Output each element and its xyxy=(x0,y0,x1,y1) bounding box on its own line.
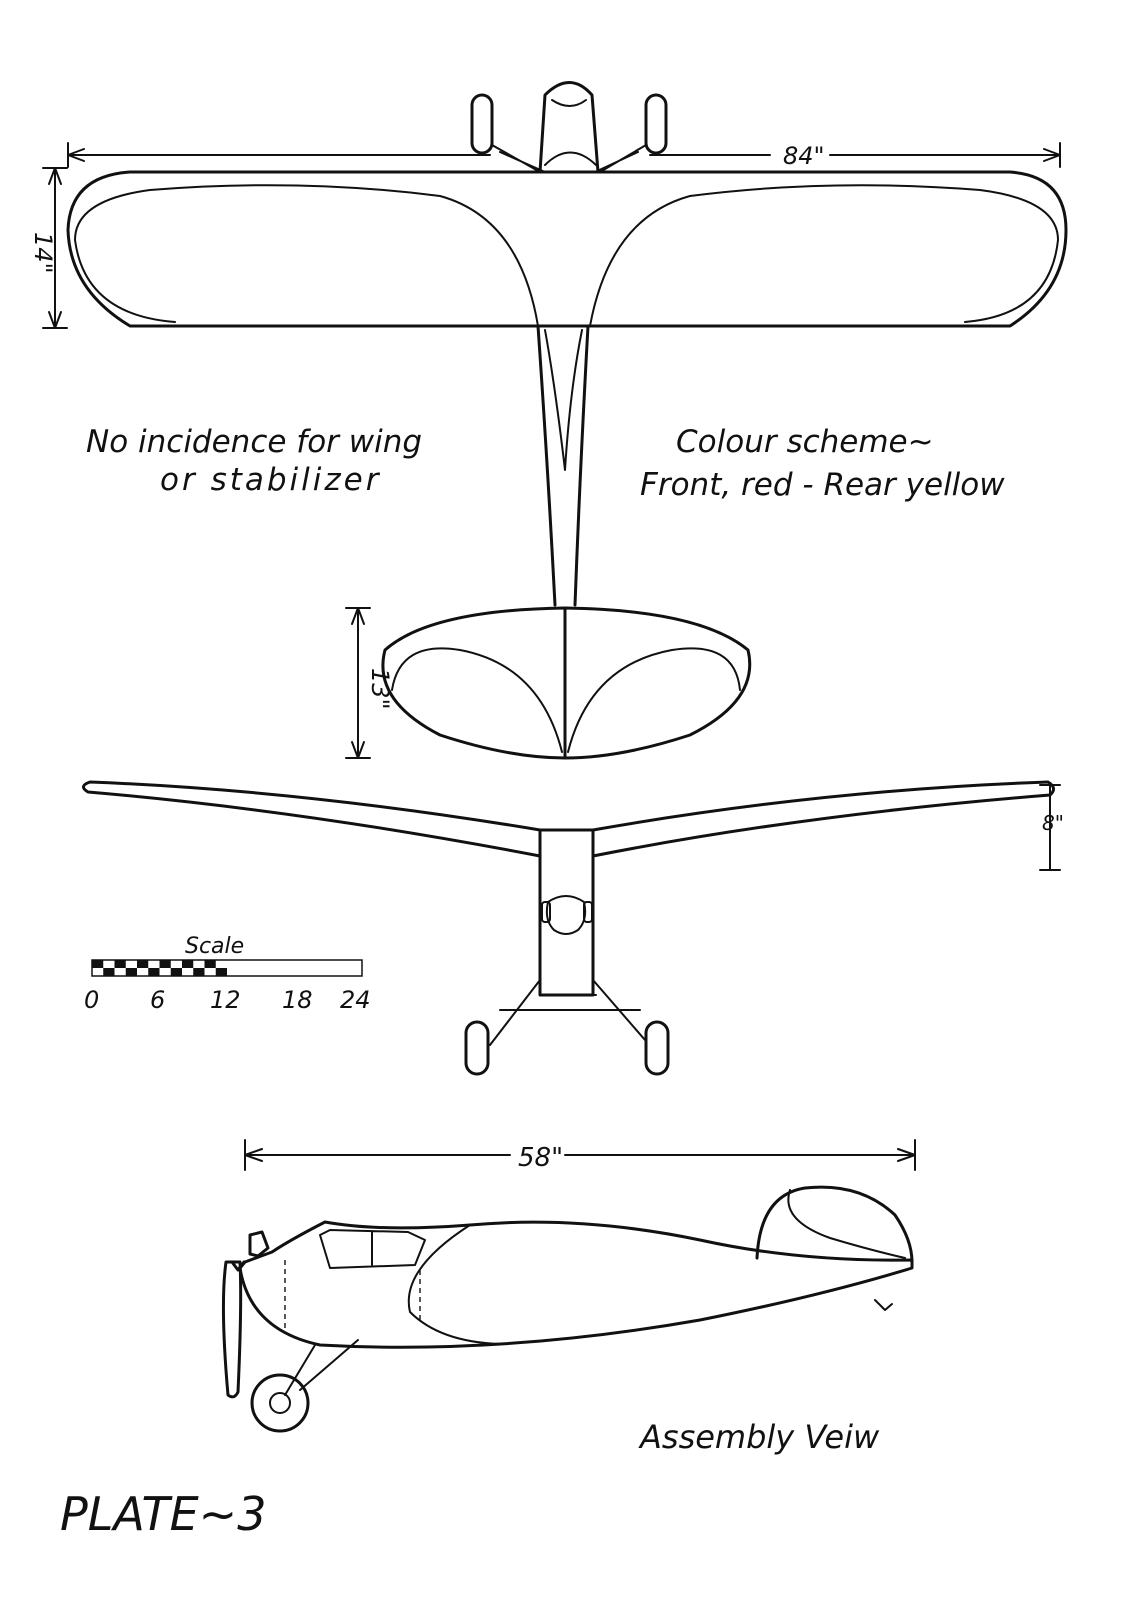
scale-check xyxy=(137,960,149,968)
front-view: 8" xyxy=(82,780,1064,1076)
fuselage-color-boundary xyxy=(544,329,583,471)
engine xyxy=(248,1230,270,1258)
length-dimension-line xyxy=(244,1139,916,1171)
stabilizer-color-boundary xyxy=(391,647,741,753)
scale-title: Scale xyxy=(185,934,244,959)
incidence-note-line2: or stabilizer xyxy=(160,462,381,498)
front-gear xyxy=(489,979,646,1046)
stab-dimension-line xyxy=(345,607,371,759)
wing-top-outline xyxy=(66,170,1068,328)
plate-title: PLATE~3 xyxy=(60,1487,266,1541)
scale-check xyxy=(114,960,126,968)
length-label: 58" xyxy=(518,1143,563,1173)
scale-check xyxy=(125,968,137,976)
dihedral-label: 8" xyxy=(1042,811,1064,835)
propeller xyxy=(221,1260,243,1399)
scale-bar: Scale 0 6 12 18 24 xyxy=(84,934,371,1014)
incidence-note-line1: No incidence for wing xyxy=(86,424,422,460)
chord-dimension-line xyxy=(42,167,68,329)
wingspan-label: 84" xyxy=(783,142,825,170)
top-view: 84" 14" 13" xyxy=(29,81,1068,760)
scale-check xyxy=(170,968,182,976)
scale-tick-0: 0 xyxy=(84,986,99,1014)
assembly-view-label: Assembly Veiw xyxy=(638,1418,880,1456)
stab-chord-label: 13" xyxy=(366,668,394,710)
scale-check xyxy=(182,960,194,968)
scale-tick-6: 6 xyxy=(150,986,165,1014)
scale-check xyxy=(159,960,171,968)
scale-check xyxy=(148,968,160,976)
colour-note-line1: Colour scheme~ xyxy=(676,424,934,460)
top-wheel-left xyxy=(470,93,494,155)
side-view: 58" xyxy=(221,1139,916,1433)
scale-tick-12: 12 xyxy=(210,986,241,1014)
top-gear-struts xyxy=(491,144,647,173)
scale-tick-24: 24 xyxy=(340,986,371,1014)
top-wheel-right xyxy=(644,93,668,155)
dihedral-dimension-line xyxy=(1039,784,1061,871)
wing-color-boundary xyxy=(74,184,1059,327)
fin-outline xyxy=(755,1185,914,1264)
fuselage-top xyxy=(536,324,590,607)
fuselage-side-color-boundary xyxy=(407,1224,501,1345)
fuselage-side xyxy=(238,1220,914,1349)
front-wheel-left xyxy=(464,1020,490,1076)
side-wheel xyxy=(250,1373,310,1433)
scale-check xyxy=(204,960,216,968)
chord-label: 14" xyxy=(29,232,57,274)
scale-checker xyxy=(92,960,227,976)
scale-check xyxy=(215,968,227,976)
scale-tick-18: 18 xyxy=(282,986,313,1014)
front-wheel-right xyxy=(644,1020,670,1076)
side-gear xyxy=(284,1339,359,1396)
wing-front-outline xyxy=(82,780,1055,858)
front-motor xyxy=(545,895,587,935)
wingspan-dimension-line xyxy=(67,142,1061,168)
scale-check xyxy=(92,960,104,968)
cabin-windows xyxy=(319,1229,426,1269)
colour-note-line2: Front, red - Rear yellow xyxy=(640,467,1005,503)
scale-check xyxy=(193,968,205,976)
nose-cowl xyxy=(538,81,600,174)
scale-check xyxy=(103,968,115,976)
